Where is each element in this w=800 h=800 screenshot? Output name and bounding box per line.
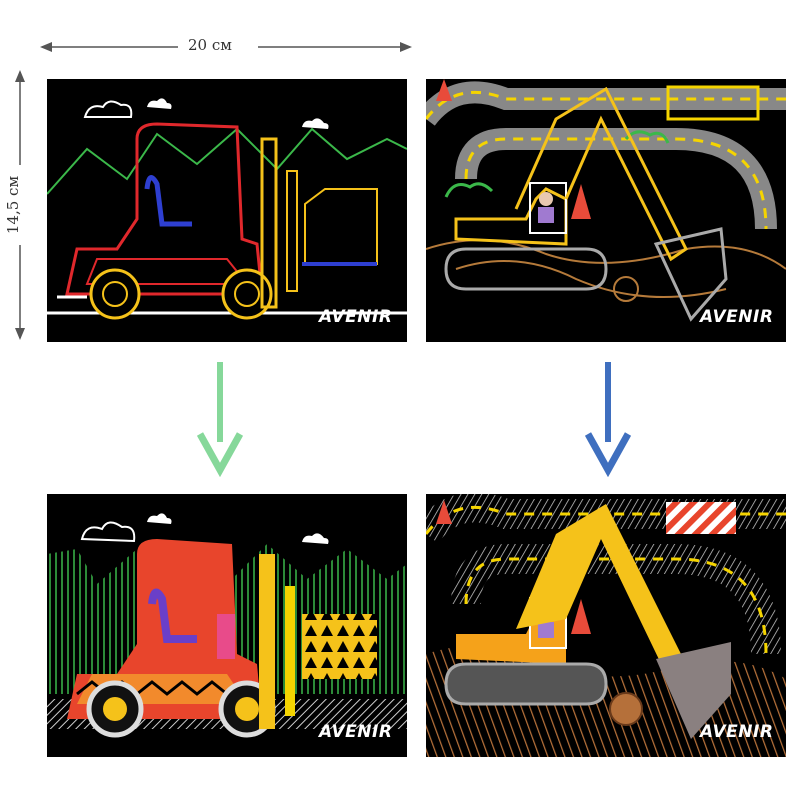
height-label: 14,5 см (4, 175, 23, 235)
avenir-logo: AVENIR (700, 307, 774, 327)
excavator-scratched-panel: AVENIR (426, 494, 786, 757)
width-label: 20 см (188, 36, 232, 54)
forklift-outline-panel: AVENIR (47, 79, 407, 342)
blue-down-arrow (584, 362, 632, 477)
green-down-arrow (196, 362, 244, 477)
excavator-outline-panel: AVENIR (426, 79, 786, 342)
avenir-logo: AVENIR (319, 722, 393, 742)
forklift-scratched-panel: AVENIR (47, 494, 407, 757)
avenir-logo: AVENIR (319, 307, 393, 327)
avenir-logo: AVENIR (700, 722, 774, 742)
